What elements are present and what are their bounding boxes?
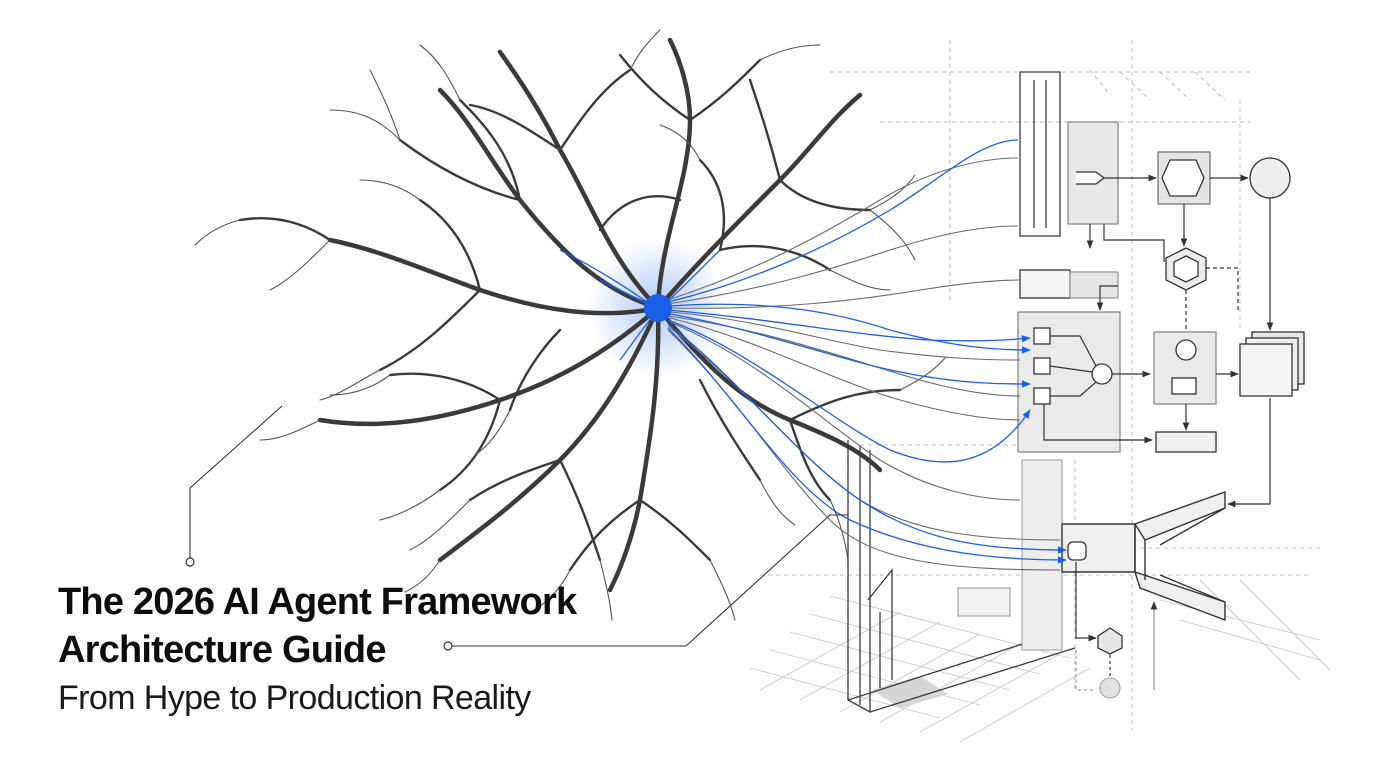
callout-dot-left (185, 557, 195, 567)
circle-node-icon (1249, 157, 1291, 199)
octagon-node-icon (1161, 159, 1205, 197)
title-block: The 2026 AI Agent Framework Architecture… (58, 578, 698, 720)
structure-columns (847, 71, 1076, 714)
headline-line-2: Architecture Guide (58, 629, 386, 671)
floor-tile-shade (872, 676, 948, 708)
neuron-icon (194, 29, 946, 621)
headline-line-1: The 2026 AI Agent Framework (58, 581, 577, 623)
flow-diagram (957, 121, 1305, 699)
flow-connectors (1043, 174, 1274, 691)
neuron-nucleus (644, 294, 672, 322)
neural-fibers-blue (559, 139, 1067, 564)
isometric-floor-grid (749, 579, 1331, 743)
stacked-box-icon (1239, 343, 1293, 397)
callout-dot-title (443, 641, 453, 651)
callout-lines (189, 405, 848, 647)
subtitle: From Hype to Production Reality (58, 679, 531, 717)
